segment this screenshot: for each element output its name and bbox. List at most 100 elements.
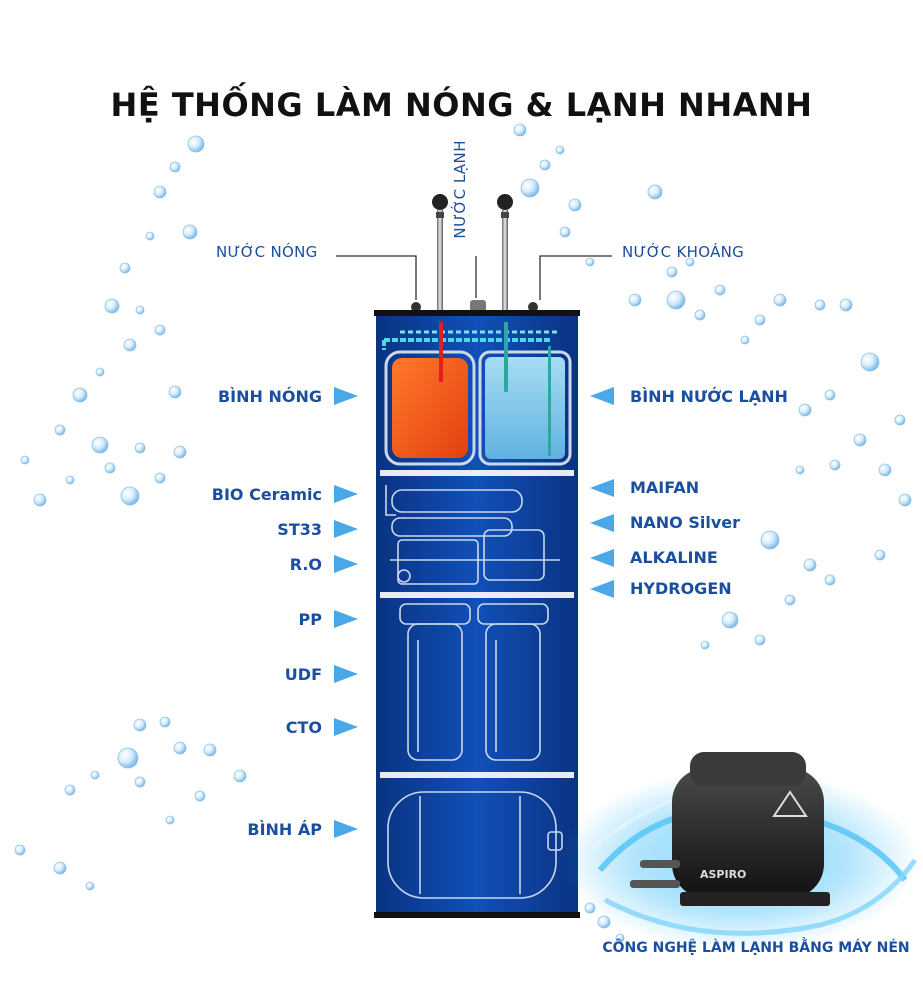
water-bubble bbox=[187, 135, 205, 153]
label-hot-tank: BÌNH NÓNG bbox=[217, 387, 322, 406]
water-bubble bbox=[874, 549, 886, 561]
water-bubble bbox=[154, 472, 166, 484]
label-ro: R.O bbox=[289, 555, 322, 574]
water-bubble bbox=[685, 257, 695, 267]
label-hydrogen: HYDROGEN bbox=[630, 579, 732, 598]
water-bubble bbox=[898, 493, 912, 507]
water-bubble bbox=[647, 184, 663, 200]
water-bubble bbox=[795, 465, 805, 475]
water-bubble bbox=[798, 403, 812, 417]
water-bubble bbox=[773, 293, 787, 307]
arrow-left-marker bbox=[590, 549, 614, 567]
water-bubble bbox=[568, 198, 582, 212]
water-bubble bbox=[53, 861, 67, 875]
water-bubble bbox=[123, 338, 137, 352]
label-pp: PP bbox=[298, 610, 322, 629]
arrow-right-marker bbox=[334, 387, 358, 405]
water-bubble bbox=[721, 611, 739, 629]
water-bubble bbox=[173, 445, 187, 459]
label-st33: ST33 bbox=[277, 520, 322, 539]
water-bubble bbox=[104, 462, 116, 474]
water-bubble bbox=[853, 433, 867, 447]
water-bubble bbox=[585, 257, 595, 267]
water-bubble bbox=[555, 145, 565, 155]
water-bubble bbox=[740, 335, 750, 345]
water-bubble bbox=[203, 743, 217, 757]
water-bubble bbox=[760, 530, 780, 550]
water-bubble bbox=[54, 424, 66, 436]
water-bubble bbox=[824, 574, 836, 586]
water-bubble bbox=[120, 486, 140, 506]
water-bubble bbox=[135, 305, 145, 315]
water-bubble bbox=[628, 293, 642, 307]
label-nano-silver: NANO Silver bbox=[630, 513, 740, 532]
water-bubble bbox=[666, 266, 678, 278]
water-bubble bbox=[829, 459, 841, 471]
arrow-right-marker bbox=[334, 610, 358, 628]
label-pressure-tank: BÌNH ÁP bbox=[247, 820, 322, 839]
page-title: HỆ THỐNG LÀM NÓNG & LẠNH NHANH bbox=[110, 86, 813, 124]
water-bubble bbox=[520, 178, 540, 198]
water-bubble bbox=[754, 634, 766, 646]
arrow-left-marker bbox=[590, 387, 614, 405]
water-bubble bbox=[14, 844, 26, 856]
water-bubble bbox=[814, 299, 826, 311]
water-bubble bbox=[860, 352, 880, 372]
water-bubble bbox=[169, 161, 181, 173]
hot-tap-leader bbox=[336, 255, 417, 300]
compressor-brand: ASPIRO bbox=[700, 868, 746, 881]
arrow-right-marker bbox=[334, 665, 358, 683]
label-alkaline: ALKALINE bbox=[630, 548, 718, 567]
faucet-hot bbox=[432, 194, 448, 310]
water-bubble bbox=[134, 442, 146, 454]
water-bubble bbox=[513, 123, 527, 137]
label-udf: UDF bbox=[284, 665, 322, 684]
water-bubble bbox=[182, 224, 198, 240]
water-bubble bbox=[824, 389, 836, 401]
water-bubble bbox=[878, 463, 892, 477]
label-bio-ceramic: BIO Ceramic bbox=[211, 485, 322, 504]
water-bubble bbox=[159, 716, 171, 728]
mineral-tap-leader bbox=[539, 255, 612, 300]
arrow-right-marker bbox=[334, 485, 358, 503]
water-bubble bbox=[559, 226, 571, 238]
arrow-right-marker bbox=[334, 520, 358, 538]
water-bubble bbox=[20, 455, 30, 465]
water-bubble bbox=[104, 298, 120, 314]
water-bubble bbox=[90, 770, 100, 780]
water-bubble bbox=[134, 776, 146, 788]
water-bubble bbox=[91, 436, 109, 454]
water-bubble bbox=[33, 493, 47, 507]
water-bubble bbox=[165, 815, 175, 825]
water-bubble bbox=[894, 414, 906, 426]
water-bubble bbox=[233, 769, 247, 783]
water-bubble bbox=[65, 475, 75, 485]
water-bubble bbox=[784, 594, 796, 606]
water-bubble bbox=[64, 784, 76, 796]
water-bubble bbox=[133, 718, 147, 732]
water-bubble bbox=[153, 185, 167, 199]
water-bubble bbox=[803, 558, 817, 572]
label-cto: CTO bbox=[285, 718, 322, 737]
water-bubble bbox=[72, 387, 88, 403]
arrow-right-marker bbox=[334, 718, 358, 736]
water-bubble bbox=[154, 324, 166, 336]
arrow-left-marker bbox=[590, 479, 614, 497]
water-bubble bbox=[839, 298, 853, 312]
water-bubble bbox=[539, 159, 551, 171]
water-bubble bbox=[173, 741, 187, 755]
water-bubble bbox=[694, 309, 706, 321]
water-bubble bbox=[194, 790, 206, 802]
water-bubble bbox=[117, 747, 139, 769]
water-bubble bbox=[145, 231, 155, 241]
water-bubble bbox=[754, 314, 766, 326]
water-bubble bbox=[85, 881, 95, 891]
arrow-left-marker bbox=[590, 514, 614, 532]
compressor-caption: CÔNG NGHỆ LÀM LẠNH BẰNG MÁY NÉN bbox=[602, 940, 910, 956]
arrow-right-marker bbox=[334, 555, 358, 573]
water-bubble bbox=[714, 284, 726, 296]
water-bubble bbox=[95, 367, 105, 377]
water-bubble bbox=[168, 385, 182, 399]
